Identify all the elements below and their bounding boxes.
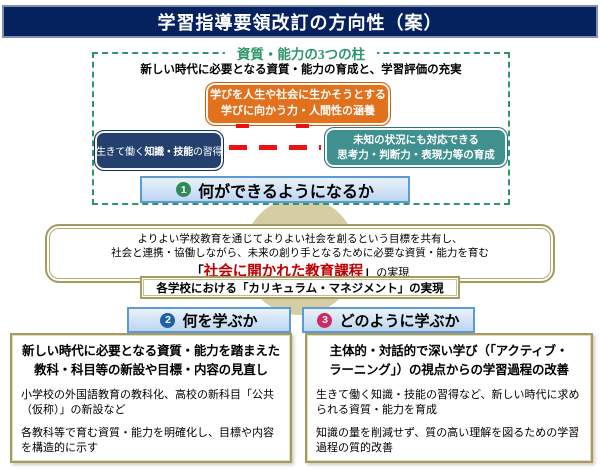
knowledge-skills-bold: 知識・技能 <box>144 147 193 158</box>
banner-how-to-learn: 3 どのように学ぶか <box>302 307 475 333</box>
banner-what-to-learn-label: 何を学ぶか <box>182 313 258 330</box>
learning-motivation-box: 学びを人生や社会に生かそうとする 学びに向かう力・人間性の涵養 <box>205 82 391 126</box>
thinking-judgment-line1: 未知の状況にも対応できる <box>353 133 479 146</box>
number-badge-2: 2 <box>160 312 176 328</box>
pillars-subtitle: 新しい時代に必要となる資質・能力の育成と、学習評価の充実 <box>140 64 462 76</box>
open-curriculum-goal-box: よりよい学校教育を通じてよりよい社会を創るという目標を共有し、 社会と連携・協働… <box>45 224 555 283</box>
subjects-revision-box: 新しい時代に必要となる資質・能力を踏まえた 教科・科目等の新設や目標・内容の見直… <box>10 333 292 463</box>
red-connector-left <box>236 124 249 128</box>
banner-how-to-learn-label: どのように学ぶか <box>339 313 460 330</box>
subjects-revision-para2: 各教科等で育む資質・能力を明確化し、目標や内容を構造的に示す <box>21 426 274 454</box>
red-connector-right <box>296 124 309 128</box>
goal-line2: 社会と連携・協働しながら、未来の創り手となるために必要な資質・能力を育む <box>111 247 489 260</box>
learning-motivation-line2: 学びに向かう力・人間性の涵養 <box>221 105 375 117</box>
knowledge-skills-box: 生きて働く知識・技能の習得 <box>94 130 224 171</box>
banner-what-can-do: 1 何ができるようになるか <box>140 176 410 203</box>
curriculum-management-label: 各学校における「カリキュラム・マネジメント」の実現 <box>156 282 444 295</box>
page-title: 学習指導要領改訂の方向性（案） <box>2 5 598 38</box>
curriculum-management-box: 各学校における「カリキュラム・マネジメント」の実現 <box>140 276 460 299</box>
goal-bracket-open: 「 <box>190 264 204 280</box>
number-badge-1: 1 <box>176 182 192 197</box>
banner-what-can-do-label: 何ができるようになるか <box>198 183 374 201</box>
learning-process-para1: 生きて働く知識・技能の習得など、新しい時代に求められる資質・能力を育成 <box>316 388 580 417</box>
three-pillars-label: 資質・能力の3つの柱 <box>224 43 378 63</box>
thinking-judgment-box: 未知の状況にも対応できる 思考力・判断力・表現力等の育成 <box>324 127 508 168</box>
learning-process-heading: 主体的・対話的で深い学び（「アクティブ・ ラーニング」）の視点からの学習過程の改… <box>329 344 569 378</box>
three-pillars-frame: 資質・能力の3つの柱 新しい時代に必要となる資質・能力の育成と、学習評価の充実 <box>92 43 510 205</box>
banner-what-to-learn: 2 何を学ぶか <box>127 307 291 333</box>
learning-process-box: 主体的・対話的で深い学び（「アクティブ・ ラーニング」）の視点からの学習過程の改… <box>305 333 593 463</box>
number-badge-3: 3 <box>317 312 333 328</box>
learning-motivation-line1: 学びを人生や社会に生かそうとする <box>210 89 386 102</box>
goal-bracket-close: 」 <box>363 264 377 280</box>
page-title-text: 学習指導要領改訂の方向性（案） <box>157 12 443 33</box>
knowledge-skills-pre: 生きて働く <box>95 147 145 158</box>
subjects-revision-heading: 新しい時代に必要となる資質・能力を踏まえた 教科・科目等の新設や目標・内容の見直… <box>22 344 280 378</box>
thinking-judgment-line2: 思考力・判断力・表現力等の育成 <box>337 148 495 161</box>
goal-line1: よりよい学校教育を通じてよりよい社会を創るという目標を共有し、 <box>137 233 463 245</box>
red-connector-horizontal <box>229 145 321 150</box>
learning-process-para2: 知識の量を削減せず、質の高い理解を図るための学習過程の質的改善 <box>316 426 580 454</box>
knowledge-skills-post: の習得 <box>192 147 223 158</box>
subjects-revision-para1: 小学校の外国語教育の教科化、高校の新科目「公共（仮称）」の新設など <box>21 388 274 417</box>
